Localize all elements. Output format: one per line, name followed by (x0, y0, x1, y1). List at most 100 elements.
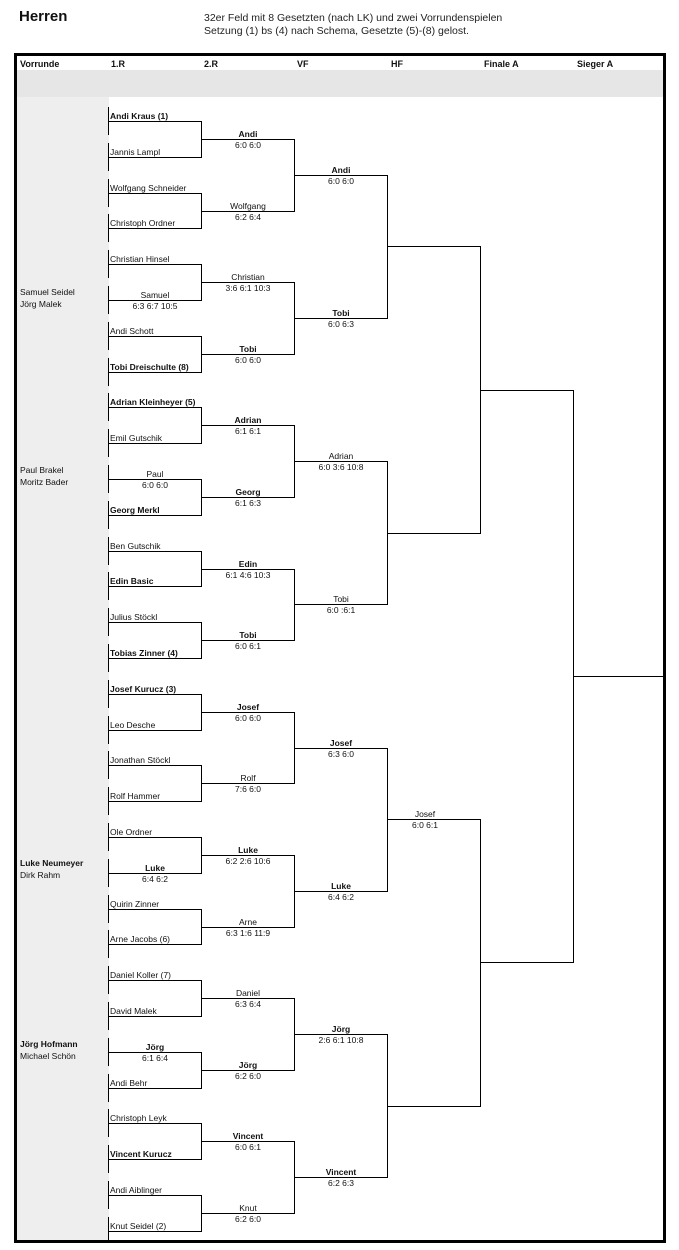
col-finale: Finale A (484, 59, 519, 69)
r2-line (201, 353, 295, 355)
r2-line (201, 640, 295, 642)
r1-tick (108, 214, 109, 243)
r1-tick (108, 644, 109, 672)
r1-player: Christoph Ordner (110, 218, 176, 229)
r2-line (201, 425, 295, 427)
r1-line (108, 1087, 202, 1089)
r1-player: Tobias Zinner (4) (110, 648, 178, 658)
r1-tick (108, 966, 109, 995)
r1-line (108, 192, 202, 194)
r2-winner: Wolfgang (230, 200, 266, 211)
r1-line (108, 1195, 202, 1196)
vf-line (294, 747, 388, 749)
r1-player: Edin Basic (110, 576, 154, 587)
r1-tick (108, 1002, 109, 1030)
r1-line (108, 300, 202, 301)
r2-winner: Vincent (232, 1131, 264, 1142)
vf-score: 6:2 6:3 (328, 1178, 354, 1189)
r2-winner: Daniel (235, 988, 261, 999)
r1-score: 6:3 6:7 10:5 (132, 301, 178, 311)
r1-tick (108, 1181, 109, 1209)
r1-player: Ben Gutschik (110, 540, 161, 551)
r1-line (108, 550, 202, 552)
r1-line (108, 586, 202, 588)
r2-score: 6:2 6:4 (235, 211, 261, 222)
r1-tick (108, 1073, 109, 1102)
r1-player: Paul (146, 469, 164, 479)
vf-winner: Adrian (328, 451, 354, 462)
r1-player: Andi Aiblinger (110, 1185, 162, 1195)
r1-player: Wolfgang Schneider (110, 182, 187, 193)
r2-score: 6:2 6:0 (235, 1070, 261, 1081)
r1-tick (108, 787, 109, 816)
vf-line (294, 604, 388, 606)
subtitle-line-1: 32er Feld mit 8 Gesetzten (nach LK) und … (204, 12, 503, 24)
r1-tick (108, 178, 109, 207)
r1-line (108, 407, 202, 409)
col-vf: VF (297, 59, 309, 69)
r1-line (108, 944, 202, 946)
sieger-line (573, 675, 663, 677)
r1-line (108, 264, 202, 266)
r2-winner: Edin (238, 558, 258, 569)
vf-score: 6:0 6:3 (328, 318, 354, 329)
r1-player: Samuel (140, 290, 170, 300)
r1-line (108, 479, 202, 480)
r2-winner: Adrian (234, 415, 262, 426)
r1-player: Ole Ordner (110, 827, 153, 837)
r1-tick (108, 107, 109, 135)
r1-player: Quirin Zinner (110, 898, 160, 909)
r2-winner: Tobi (239, 630, 257, 641)
col-r2: 2.R (204, 59, 219, 69)
r1-tick (108, 823, 109, 851)
r1-tick (108, 393, 109, 422)
r1-tick (108, 572, 109, 601)
r1-line (108, 658, 202, 659)
r2-score: 6:0 6:0 (235, 354, 261, 365)
r1-tick (108, 858, 109, 887)
vf-score: 2:6 6:1 10:8 (318, 1034, 364, 1045)
r2-line (201, 1069, 295, 1071)
r2-score: 6:1 6:1 (235, 426, 261, 437)
r2-line (201, 282, 295, 284)
r1-player: Christoph Leyk (110, 1113, 167, 1124)
col-hf: HF (391, 59, 403, 69)
col-r1: 1.R (111, 59, 126, 69)
r1-line (108, 514, 202, 516)
vorrunde-band (17, 97, 109, 1240)
col-vorrunde: Vorrunde (20, 59, 60, 69)
vf-line (294, 1177, 388, 1179)
r2-winner: Tobi (239, 343, 257, 354)
vf-line (294, 174, 388, 176)
vorrunde-player-a: Luke Neumeyer (20, 858, 84, 868)
r1-tick (108, 715, 109, 744)
r1-tick (108, 1216, 109, 1240)
r1-player: Tobi Dreischulte (8) (110, 361, 189, 372)
r1-tick (108, 536, 109, 565)
r2-line (201, 711, 295, 713)
r1-player: Christian Hinsel (110, 254, 170, 265)
vf-winner: Josef (329, 737, 353, 748)
vf-score: 6:0 :6:1 (326, 605, 356, 616)
vf-winner: Jörg (331, 1023, 351, 1034)
r1-player: Knut Seidel (2) (110, 1220, 167, 1231)
vf-winner: Vincent (325, 1167, 357, 1178)
r1-line (108, 1230, 202, 1232)
vf-score: 6:4 6:2 (328, 891, 354, 902)
hf-line (387, 1105, 481, 1107)
r1-player: Josef Kurucz (3) (110, 683, 177, 694)
vf-winner: Tobi (333, 594, 349, 605)
r2-winner: Georg (235, 486, 261, 497)
subtitle-line-2: Setzung (1) bs (4) nach Schema, Gesetzte… (204, 25, 469, 37)
r2-score: 6:0 6:1 (235, 641, 261, 652)
r1-tick (108, 357, 109, 386)
vf-score: 6:0 3:6 10:8 (318, 462, 364, 473)
r2-score: 6:0 6:0 (235, 139, 261, 150)
vorrunde-player-a: Samuel Seidel (20, 287, 75, 297)
r1-tick (108, 286, 109, 314)
vf-winner: Luke (331, 880, 351, 891)
r1-score: 6:0 6:0 (142, 480, 168, 490)
r1-tick (108, 500, 109, 529)
r1-player: Andi Kraus (1) (110, 111, 169, 121)
vorrunde-player-b: Dirk Rahm (20, 870, 61, 880)
